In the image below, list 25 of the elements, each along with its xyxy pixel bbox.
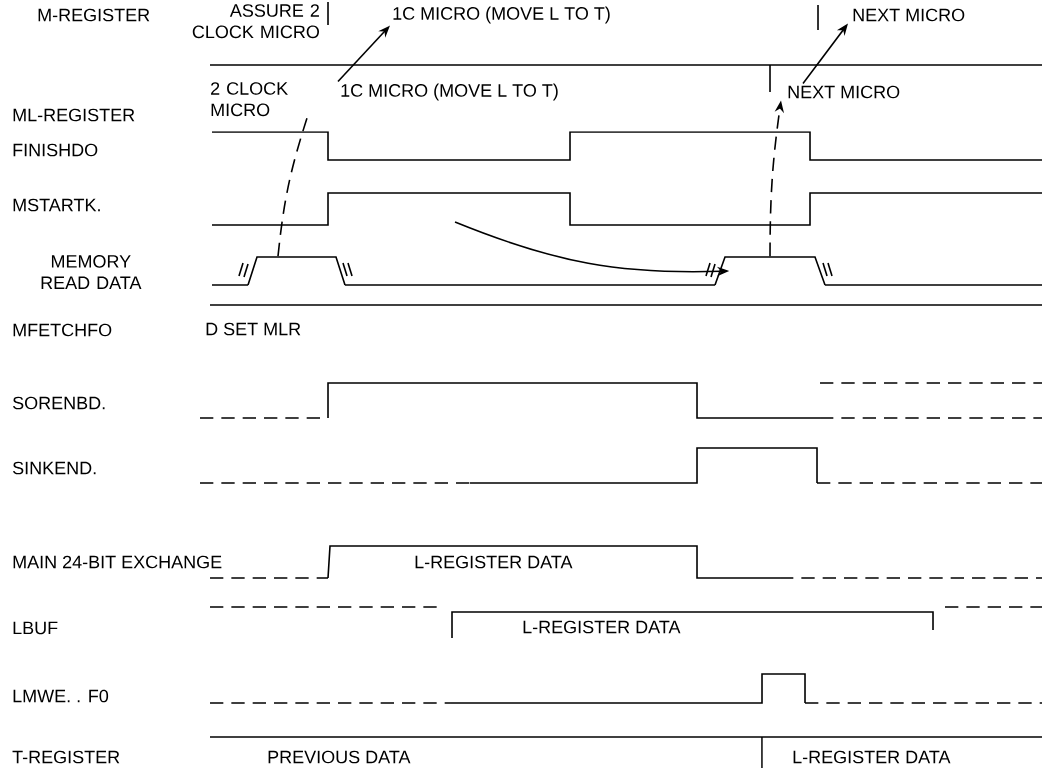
signal-name: FINISHDO <box>13 143 98 157</box>
micro-label: NEXT MICRO <box>853 8 965 22</box>
note-text: D SET MLR <box>206 322 301 336</box>
signal-name: SORENBD. <box>12 396 105 410</box>
signal-name: MFETCHFO <box>13 323 112 337</box>
micro-label: 1C MICRO (MOVE L TO T) <box>341 83 558 101</box>
data-label: PREVIOUS DATA <box>268 750 411 764</box>
data-label: L-REGISTER DATA <box>793 750 951 764</box>
signal-name: SINKEND. <box>12 461 96 475</box>
signal-name: MAIN 24-BIT EXCHANGE <box>13 555 222 569</box>
signal-name: LBUF <box>13 621 58 635</box>
micro-label: 1C MICRO (MOVE L TO T) <box>393 6 610 24</box>
data-pulse <box>247 256 346 286</box>
micro-label: 2 CLOCK MICRO <box>211 82 288 117</box>
data-label: L-REGISTER DATA <box>523 620 681 634</box>
signal-name: T-REGISTER <box>12 750 120 764</box>
signal-name: MEMORY READ DATA <box>41 255 142 289</box>
signal-name: M-REGISTER <box>38 8 150 22</box>
signal-name: ML-REGISTER <box>13 108 135 122</box>
signal-name: LMWE. . F0 <box>13 689 109 703</box>
data-pulse <box>714 256 826 286</box>
micro-label: NEXT MICRO <box>788 85 900 99</box>
signal-name: MSTARTK. <box>13 198 100 212</box>
data-label: L-REGISTER DATA <box>415 555 573 569</box>
note-text: ASSURE 2 CLOCK MICRO <box>192 4 319 39</box>
